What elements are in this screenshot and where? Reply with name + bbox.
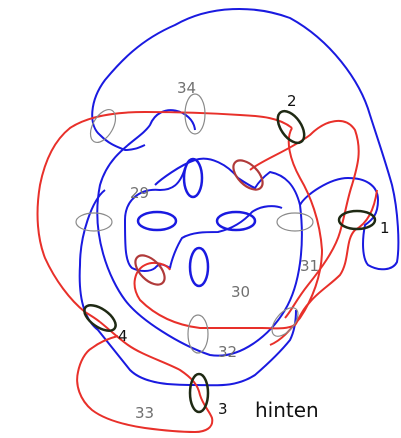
ring-blue-left: [136, 210, 178, 232]
label-30: 30: [231, 283, 250, 301]
ring-blue-right: [215, 210, 257, 232]
label-1: 1: [380, 219, 390, 237]
ring-32: [187, 314, 209, 354]
ring-lower-right: [271, 307, 299, 337]
ring-red-lower: [134, 254, 166, 286]
blue-lower-loop: [78, 189, 297, 387]
red-big-loop: [36, 111, 323, 346]
red-lower-loop: [76, 321, 214, 433]
label-3: 3: [218, 400, 228, 418]
ring-34: [184, 93, 206, 135]
ring-red-upper: [232, 159, 264, 191]
ring-right: [276, 212, 314, 232]
red-outer-curve: [249, 120, 360, 319]
red-main-curve: [133, 189, 378, 330]
ring-blue-bottom: [188, 246, 210, 288]
ring-1: [337, 209, 377, 231]
label-4: 4: [118, 327, 128, 345]
ring-upper-left: [89, 109, 117, 143]
label-29: 29: [130, 184, 149, 202]
ring-3: [188, 372, 210, 414]
ring-left: [75, 212, 113, 232]
label-31: 31: [300, 257, 319, 275]
label-32: 32: [218, 343, 237, 361]
ring-blue-top: [182, 157, 204, 199]
ring-2: [276, 109, 306, 145]
label-33: 33: [135, 404, 154, 422]
ring-4: [83, 304, 117, 332]
label-2: 2: [287, 92, 297, 110]
blue-big-loop: [91, 8, 400, 271]
label-34: 34: [177, 79, 196, 97]
caption-hinten: hinten: [255, 398, 319, 422]
